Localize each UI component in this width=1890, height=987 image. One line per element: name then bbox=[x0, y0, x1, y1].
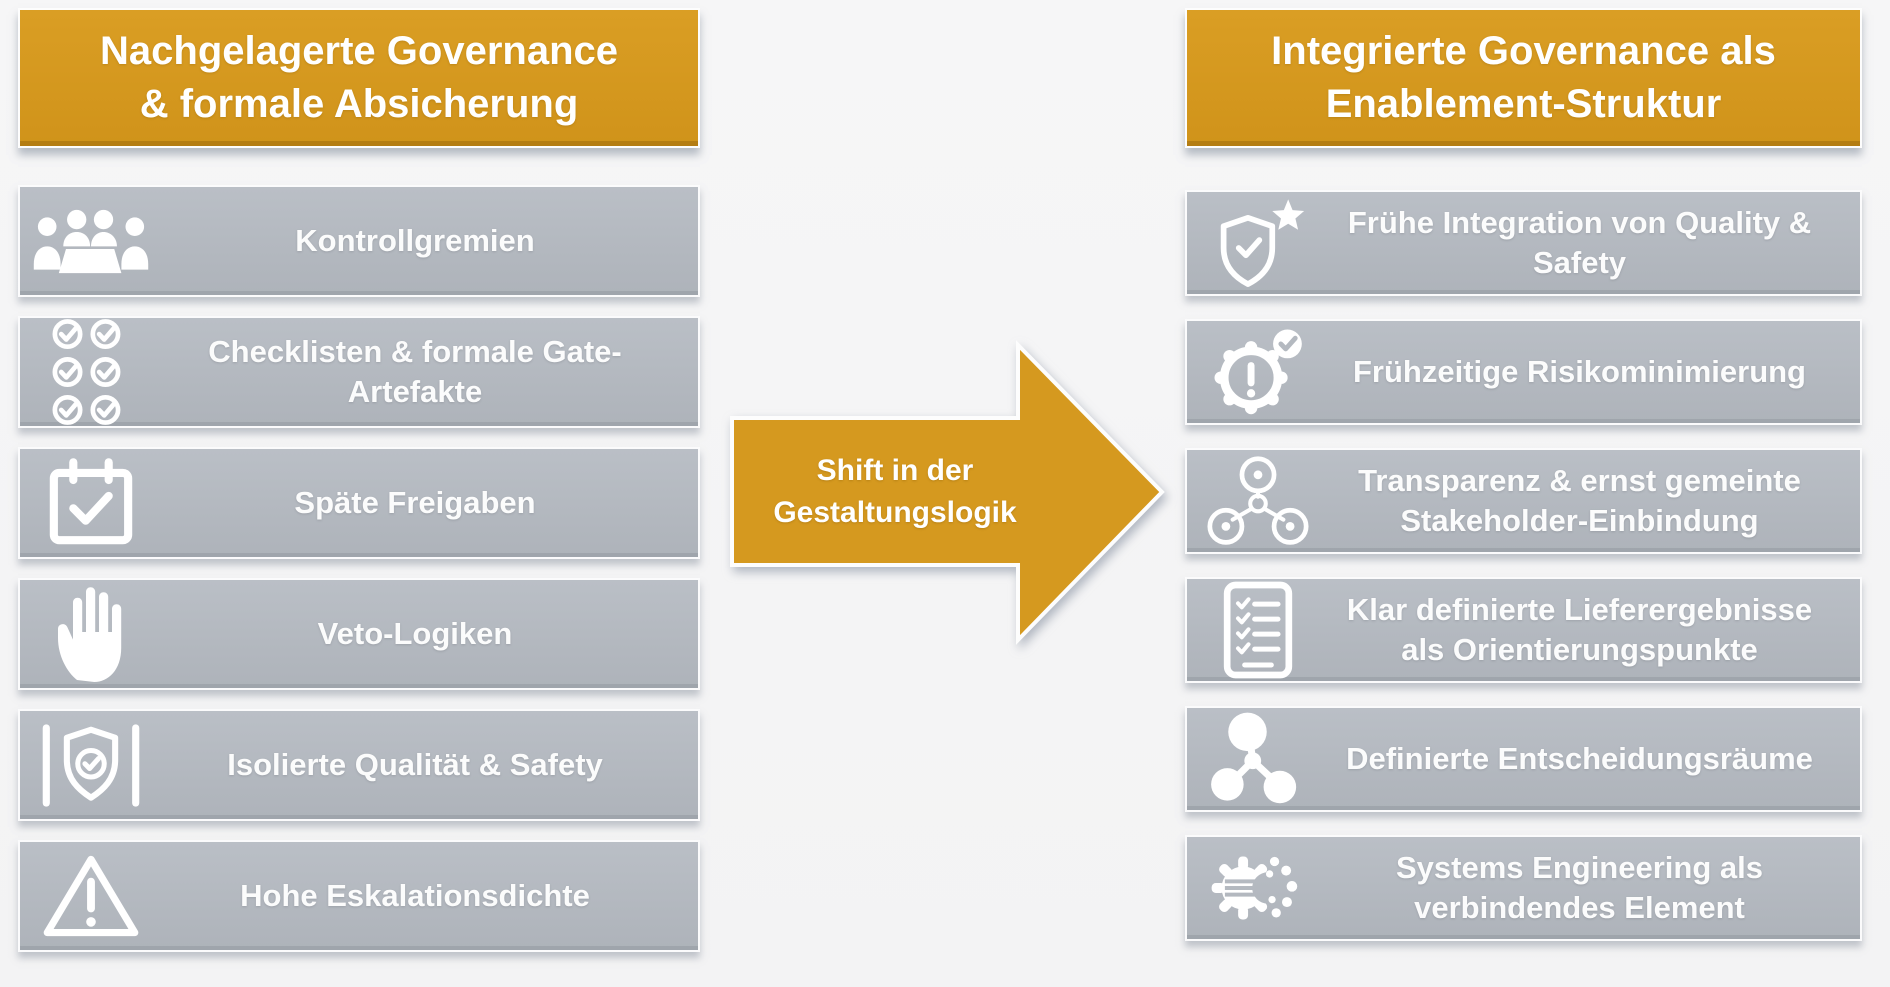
calendar-check-icon bbox=[20, 457, 162, 549]
people-group-icon bbox=[20, 205, 162, 277]
arrow-label: Shift in der Gestaltungslogik bbox=[740, 418, 1050, 565]
left-column-header: Nachgelagerte Governance & formale Absic… bbox=[18, 8, 700, 148]
item-label: Transparenz & ernst gemeinte Stakeholder… bbox=[1358, 462, 1801, 538]
molecule-icon bbox=[1187, 710, 1329, 808]
checklist-grid-icon bbox=[20, 316, 162, 428]
arrow-label-line1: Shift in der bbox=[816, 453, 974, 487]
left-column: Nachgelagerte Governance & formale Absic… bbox=[18, 8, 700, 971]
item-systems-engineering: Systems Engineering als verbindendes Ele… bbox=[1185, 835, 1862, 941]
item-label: Veto-Logiken bbox=[317, 615, 513, 651]
item-fruehe-integration: Frühe Integration von Quality & Safety bbox=[1185, 190, 1862, 296]
isolated-shield-icon bbox=[20, 719, 162, 812]
item-label: Hohe Eskalationsdichte bbox=[240, 877, 590, 913]
item-label: Späte Freigaben bbox=[294, 484, 536, 520]
item-label: Frühe Integration von Quality & Safety bbox=[1347, 204, 1812, 280]
item-lieferergebnisse: Klar definierte Lieferergebnisse als Ori… bbox=[1185, 577, 1862, 683]
systems-gear-icon bbox=[1187, 843, 1329, 933]
risk-badge-icon bbox=[1187, 324, 1329, 421]
item-checklisten: Checklisten & formale Gate-Artefakte bbox=[18, 316, 700, 428]
right-block-arrow-icon bbox=[730, 340, 1165, 645]
right-column-header: Integrierte Governance als Enablement-St… bbox=[1185, 8, 1862, 148]
item-eskalationsdichte: Hohe Eskalationsdichte bbox=[18, 840, 700, 952]
item-label: Kontrollgremien bbox=[295, 222, 535, 258]
right-header-line1: Integrierte Governance als bbox=[1271, 29, 1776, 74]
item-label: Frühzeitige Risikominimierung bbox=[1353, 353, 1806, 389]
item-label: Definierte Entscheidungsräume bbox=[1346, 740, 1813, 776]
item-label: Systems Engineering als verbindendes Ele… bbox=[1396, 849, 1763, 925]
warning-triangle-icon bbox=[20, 851, 162, 941]
right-header-line2: Enablement-Struktur bbox=[1325, 82, 1722, 126]
item-kontrollgremien: Kontrollgremien bbox=[18, 185, 700, 297]
item-label: Checklisten & formale Gate-Artefakte bbox=[208, 333, 622, 409]
item-spaete-freigaben: Späte Freigaben bbox=[18, 447, 700, 559]
deliverables-list-icon bbox=[1187, 580, 1329, 680]
arrow-label-line2: Gestaltungslogik bbox=[773, 495, 1017, 529]
stop-hand-icon bbox=[20, 586, 162, 682]
item-veto-logiken: Veto-Logiken bbox=[18, 578, 700, 690]
stakeholder-network-icon bbox=[1187, 452, 1329, 550]
item-entscheidungsraeume: Definierte Entscheidungsräume bbox=[1185, 706, 1862, 812]
shield-star-icon bbox=[1187, 196, 1329, 290]
right-column: Integrierte Governance als Enablement-St… bbox=[1185, 8, 1862, 964]
item-isolierte-qualitaet: Isolierte Qualität & Safety bbox=[18, 709, 700, 821]
left-header-line2: & formale Absicherung bbox=[139, 82, 579, 126]
item-label: Isolierte Qualität & Safety bbox=[227, 746, 603, 782]
left-header-line1: Nachgelagerte Governance bbox=[100, 29, 618, 74]
item-stakeholder-einbindung: Transparenz & ernst gemeinte Stakeholder… bbox=[1185, 448, 1862, 554]
item-risikominimierung: Frühzeitige Risikominimierung bbox=[1185, 319, 1862, 425]
item-label: Klar definierte Lieferergebnisse als Ori… bbox=[1346, 591, 1813, 667]
shift-arrow: Shift in der Gestaltungslogik bbox=[728, 340, 1176, 648]
